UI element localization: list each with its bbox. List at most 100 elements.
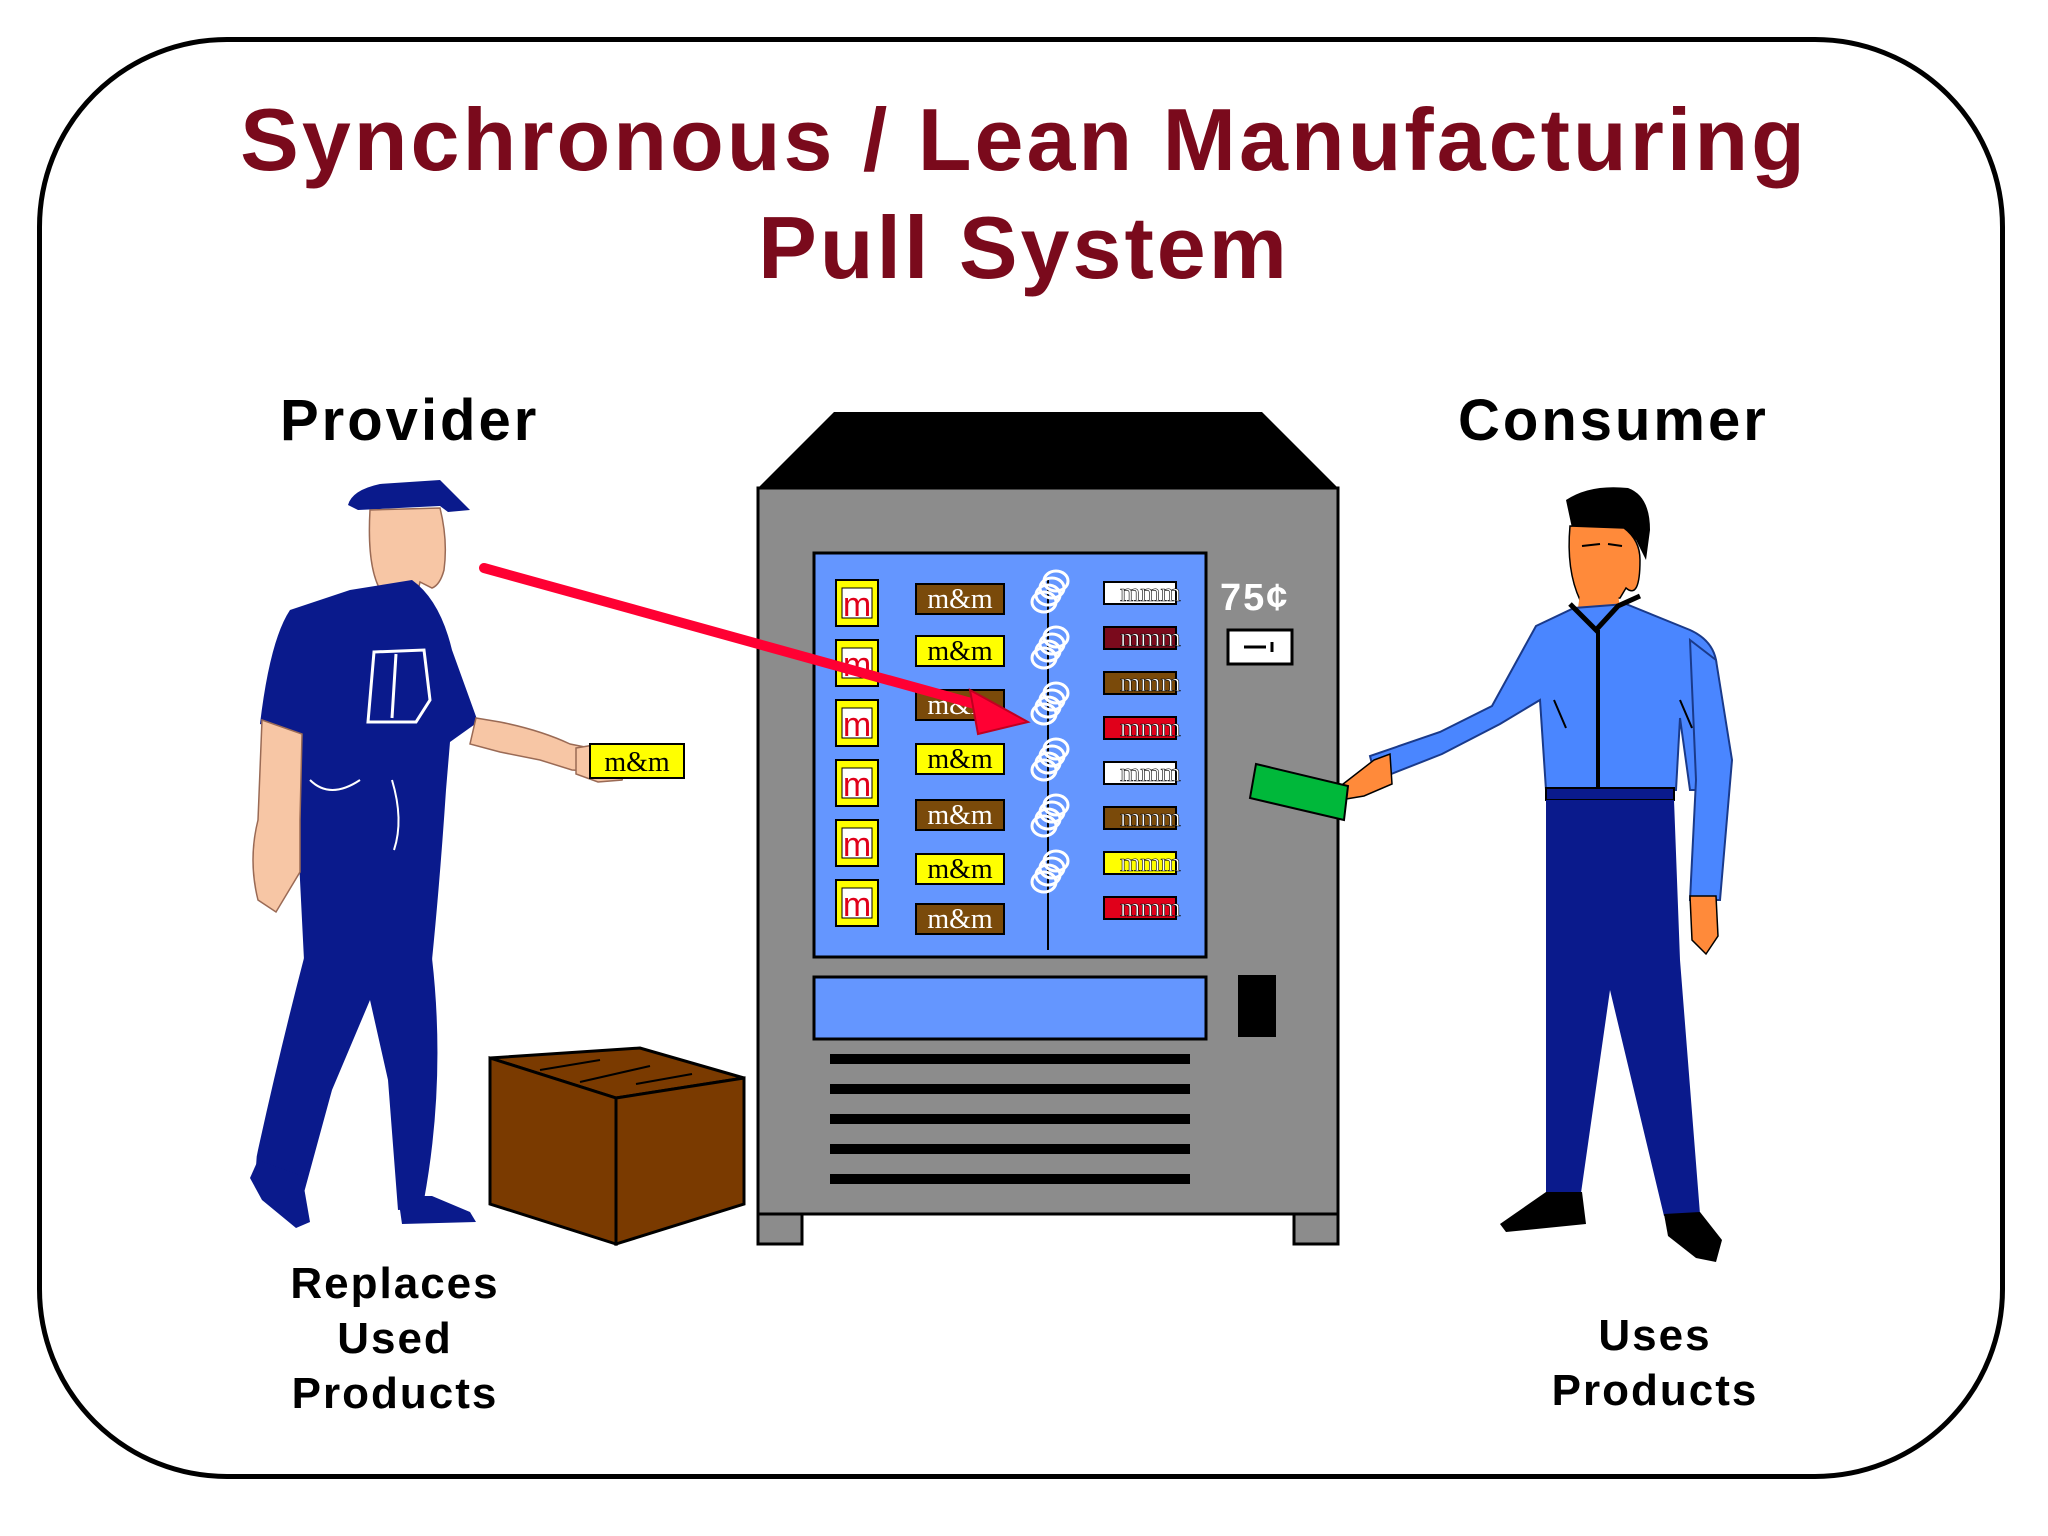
brand-candy-label: m&m xyxy=(927,854,993,885)
small-candy-label: m xyxy=(843,706,871,744)
mini-candy-label: mmm xyxy=(1120,623,1181,652)
provider-caption-line: Replaces xyxy=(290,1259,500,1308)
small-candy-label-bg xyxy=(841,767,873,799)
provider-torso xyxy=(260,580,478,960)
provider-waist-seam xyxy=(309,779,361,791)
vent-slat xyxy=(830,1114,1190,1124)
spiral-coil-loop xyxy=(1042,625,1070,649)
mini-candy-label: mmm xyxy=(1120,578,1181,607)
box-tape-mark xyxy=(579,1065,651,1083)
consumer-label: Consumer xyxy=(1458,388,1769,453)
provider-boot-left xyxy=(250,1160,310,1228)
vending-machine-foot-left xyxy=(756,1212,804,1246)
mini-candy-label: mmm xyxy=(1120,893,1181,922)
small-candy-label-bg xyxy=(841,707,873,739)
cardboard-box xyxy=(488,1046,746,1247)
mini-candy-wrapper xyxy=(1103,671,1177,695)
consumer-shirt-sleeve-right xyxy=(1688,637,1734,901)
brand-candy-label: m&m xyxy=(927,636,993,667)
vending-machine-roof xyxy=(758,412,1338,488)
mini-candy-label: mmm xyxy=(1120,803,1181,832)
money-bill xyxy=(1248,762,1350,822)
consumer-trousers xyxy=(1546,800,1700,1216)
vent-slat xyxy=(830,1084,1190,1094)
arrow-head xyxy=(968,688,1031,736)
mini-candy-wrapper xyxy=(1103,581,1177,605)
provider-held-candy-wrapper xyxy=(589,743,685,779)
box-side xyxy=(614,1076,746,1247)
vending-machine-foot-right xyxy=(1292,1212,1340,1246)
small-candy-label: m xyxy=(843,586,871,624)
mini-candy-wrapper xyxy=(1103,761,1177,785)
product-dispenser-tray[interactable] xyxy=(812,975,1208,1041)
consumer-hair xyxy=(1566,487,1650,560)
consumer-eye xyxy=(1581,543,1601,547)
bill-return-slot[interactable] xyxy=(1238,975,1276,1037)
provider-caption-line: Products xyxy=(291,1369,499,1418)
vending-machine-window xyxy=(812,551,1208,959)
small-candy-label-bg xyxy=(841,827,873,859)
consumer-shoe-right xyxy=(1664,1212,1722,1262)
small-candy-label: m xyxy=(843,886,871,924)
mini-candy-label: mmm xyxy=(1120,848,1181,877)
mini-candy-label: mmm xyxy=(1120,713,1181,742)
spiral-coil-loop xyxy=(1042,569,1070,593)
mini-candy-wrapper xyxy=(1103,716,1177,740)
provider-left-arm xyxy=(252,718,303,914)
provider-caption-line: Used xyxy=(337,1314,453,1363)
vent-slat xyxy=(830,1054,1190,1064)
slide-frame xyxy=(37,37,2005,1479)
consumer-belt xyxy=(1545,787,1675,801)
provider-caption: Replaces Used Products xyxy=(250,1256,540,1421)
mini-candy-label: mmm xyxy=(1120,758,1181,787)
consumer-caption: Uses Products xyxy=(1510,1308,1800,1418)
provider-boot-right xyxy=(398,1196,476,1224)
provider-held-candy-label: m&m xyxy=(604,747,670,778)
spiral-coil-column xyxy=(1030,569,1070,950)
provider-pocket xyxy=(366,648,432,724)
mini-candy-wrapper xyxy=(1103,896,1177,920)
provider-cap xyxy=(348,480,470,512)
brand-candy-label: m&m xyxy=(927,584,993,615)
slide-title-line-1: Synchronous / Lean Manufacturing xyxy=(240,90,1808,189)
provider-head xyxy=(368,507,447,601)
vent-slat xyxy=(830,1144,1190,1154)
spiral-coil-loop xyxy=(1042,849,1070,873)
provider-figure: m&m xyxy=(250,480,685,1228)
consumer-shirt xyxy=(1368,602,1728,791)
brand-candy-label: m&m xyxy=(927,800,993,831)
price-label: 75¢ xyxy=(1220,577,1289,619)
spiral-coil-loop xyxy=(1042,737,1070,761)
brand-candy-label: m&m xyxy=(927,904,993,935)
slide-title-line-2: Pull System xyxy=(758,198,1290,297)
brand-candy-column: m&mm&mm&mm&mm&mm&mm&m xyxy=(915,583,1005,935)
box-tape-mark xyxy=(539,1059,601,1071)
brand-candy-wrapper xyxy=(915,743,1005,775)
small-candy-label-bg xyxy=(841,887,873,919)
vent-slat xyxy=(830,1174,1190,1184)
brand-candy-wrapper xyxy=(915,799,1005,831)
consumer-shoe-left xyxy=(1500,1192,1586,1232)
mini-candy-wrapper xyxy=(1103,806,1177,830)
provider-legs xyxy=(256,958,438,1210)
box-tape-mark xyxy=(635,1073,693,1085)
provider-held-candy: m&m xyxy=(589,743,685,779)
small-candy-label: m xyxy=(843,766,871,804)
brand-candy-wrapper xyxy=(915,903,1005,935)
spiral-coil-loop xyxy=(1042,793,1070,817)
replenishment-arrow xyxy=(479,563,1031,736)
provider-right-arm xyxy=(469,717,605,773)
consumer-right-hand xyxy=(1689,895,1719,956)
vending-machine-vents xyxy=(830,1054,1190,1184)
spiral-coil-loop xyxy=(1042,681,1070,705)
arrow-shaft xyxy=(479,563,987,711)
provider-label: Provider xyxy=(280,388,540,453)
consumer-head xyxy=(1568,525,1641,601)
consumer-shirt-fold xyxy=(1553,699,1693,729)
brand-candy-wrapper xyxy=(915,853,1005,885)
brand-candy-label: m&m xyxy=(927,744,993,775)
small-candy-label: m xyxy=(843,826,871,864)
mini-candy-wrapper xyxy=(1103,626,1177,650)
